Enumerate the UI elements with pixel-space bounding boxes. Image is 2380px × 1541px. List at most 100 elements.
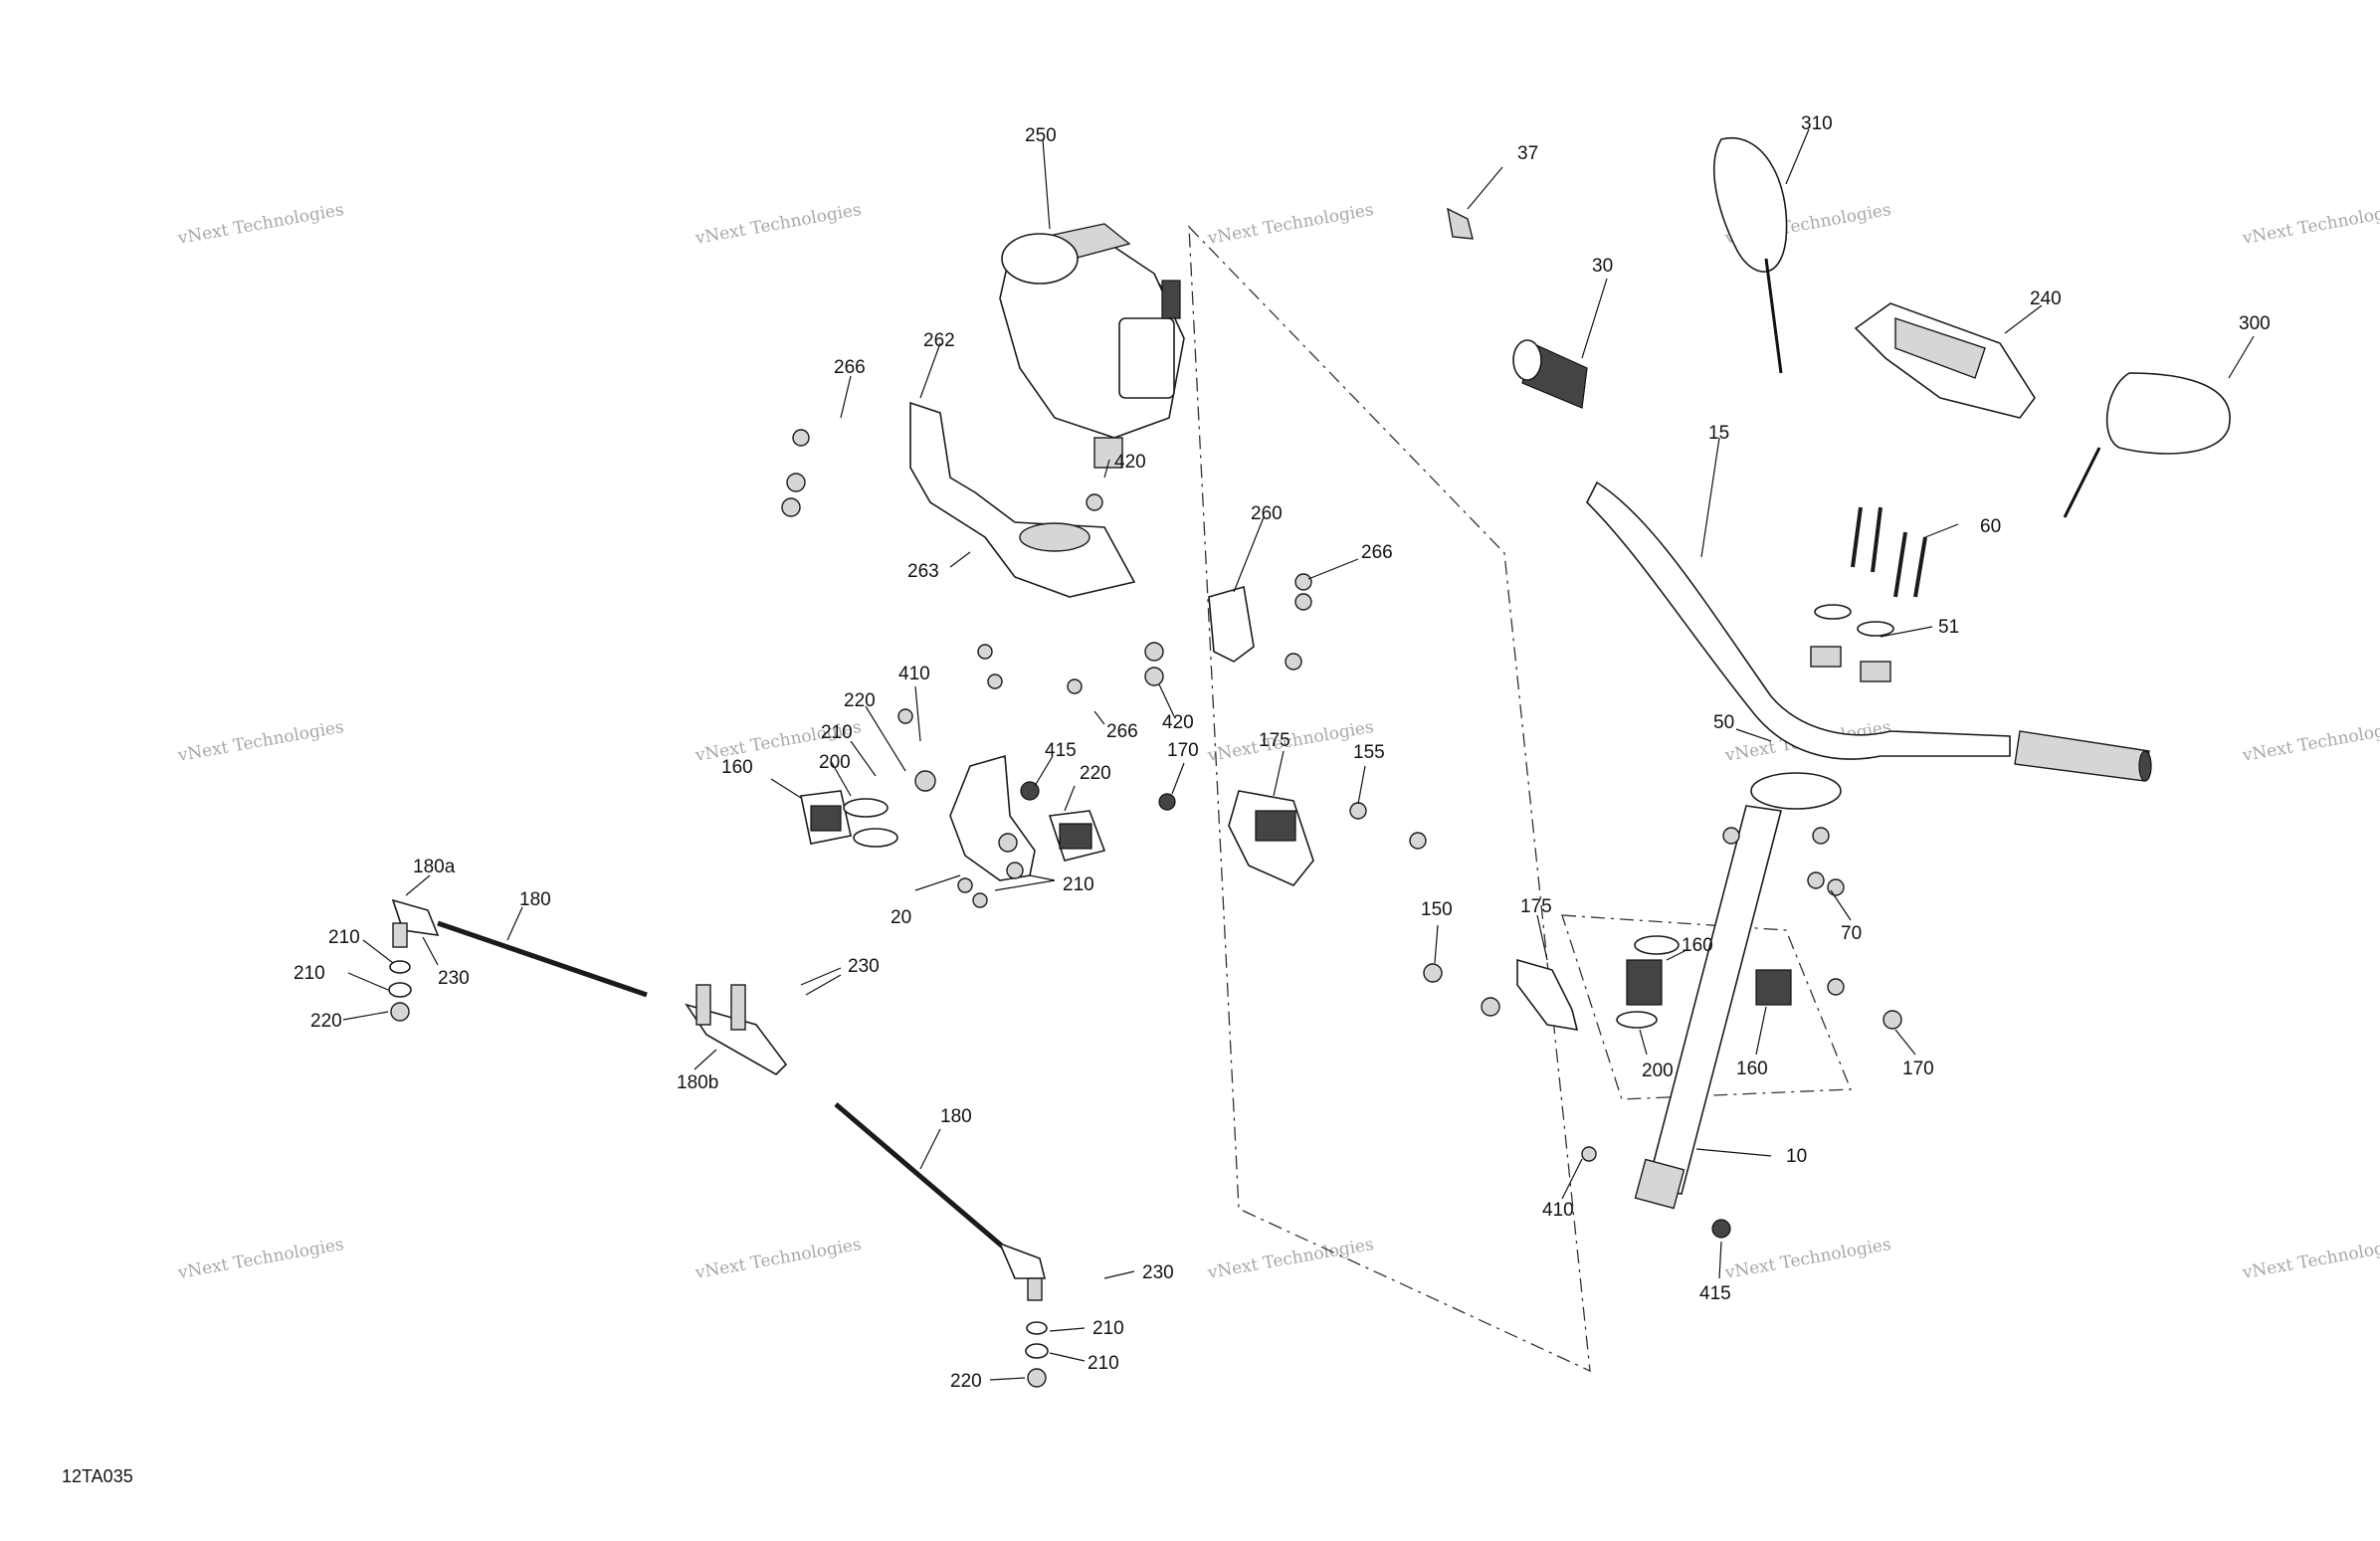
callout-200: 200 [1642,1060,1674,1081]
watermark-text: vNext Technologies [1205,200,1375,249]
tie-rod-right [834,1102,1047,1301]
callout-210: 210 [1088,1353,1119,1374]
watermark: vNext Technologies [1205,717,1375,766]
riser-bolts-60 [1851,506,1927,598]
watermark-text: vNext Technologies [693,200,863,249]
fasteners-right [1423,963,1902,1239]
callout-175: 175 [1520,896,1552,917]
riser-clamps-51 [1810,604,1894,682]
callout-230: 230 [1142,1262,1174,1283]
fasteners-upper [781,429,1312,908]
handguard-240 [1854,302,2036,419]
callout-30: 30 [1592,256,1613,277]
steering-assembly-outline [1188,225,1591,1373]
callout-210: 210 [1063,874,1094,895]
callout-175: 175 [1259,730,1290,751]
callout-210: 210 [294,963,325,984]
callout-70: 70 [1841,923,1862,944]
callout-150: 150 [1421,899,1453,920]
watermark-text: vNext Technologies [1722,1235,1892,1283]
watermark: vNext Technologies [2240,717,2380,766]
watermark: vNext Technologies [1205,1235,1375,1283]
tie-rod-washers [388,960,1049,1388]
clamp-group-right [1516,935,1792,1031]
watermark-text: vNext Technologies [175,717,345,766]
clamp-175-center [1228,790,1314,886]
watermark-text: vNext Technologies [693,1235,863,1283]
callout-266: 266 [1361,542,1393,563]
watermark-text: vNext Technologies [2240,717,2380,766]
bracket-260 [1208,585,1255,663]
watermark: vNext Technologies [175,1235,345,1283]
leader-lines [342,128,2255,1381]
callout-180: 180 [940,1106,972,1127]
callout-37: 37 [1517,143,1538,164]
watermark: vNext Technologies [1722,1235,1892,1283]
nut-170-center [1158,793,1176,811]
tie-rod-center-joint [685,984,788,1075]
callout-420: 420 [1114,452,1146,473]
clamp-group-outline [1561,914,1852,1100]
callout-230: 230 [848,956,880,977]
steering-column [1634,772,1842,1210]
callout-180: 180 [519,889,551,910]
watermark: vNext Technologies [693,1235,863,1283]
watermark: vNext Technologies [693,200,863,249]
callout-200: 200 [819,752,851,773]
callout-220: 220 [1080,763,1111,784]
callout-266: 266 [834,357,866,378]
clamp-160-left [800,790,852,845]
watermark: vNext Technologies [175,200,345,249]
column-nuts-70 [1722,827,1845,896]
watermark-text: vNext Technologies [1205,717,1375,766]
callout-240: 240 [2030,289,2062,309]
callout-415: 415 [1045,740,1077,761]
callout-labels: 250 262 266 420 263 260 266 420 266 410 … [294,113,2271,1392]
callout-210: 210 [1092,1318,1124,1339]
callout-180a: 180a [413,857,456,877]
callout-60: 60 [1980,516,2001,537]
watermark: vNext Technologies [2240,200,2380,249]
callout-210: 210 [821,722,853,743]
callout-250: 250 [1025,125,1057,146]
mounting-bracket [909,401,1136,598]
callout-170: 170 [1902,1059,1934,1079]
watermark-text: vNext Technologies [2240,200,2380,249]
callout-51: 51 [1938,617,1959,638]
bolt-155 [1349,802,1367,820]
watermark: vNext Technologies [2240,1235,2380,1283]
mirror-300 [2063,372,2231,518]
handlebar [1586,481,2152,782]
callout-160: 160 [1736,1059,1768,1079]
callout-415: 415 [1699,1283,1731,1304]
diagram-code: 12TA035 [62,1466,133,1486]
bolt-155-b [1409,832,1427,850]
callout-220: 220 [950,1371,982,1392]
callout-262: 262 [923,330,955,351]
callout-15: 15 [1708,423,1729,444]
ring-200-left [843,798,889,818]
watermark: vNext Technologies [175,717,345,766]
callout-180b: 180b [677,1072,718,1093]
watermark-text: vNext Technologies [175,200,345,249]
callout-50: 50 [1713,712,1734,733]
callout-160: 160 [721,757,753,778]
callout-310: 310 [1801,113,1833,134]
callout-266: 266 [1106,721,1138,742]
callout-410: 410 [1542,1200,1574,1221]
callout-210: 210 [328,927,360,948]
callout-170: 170 [1167,740,1199,761]
callout-420: 420 [1162,712,1194,733]
clamp-160-center [1048,810,1106,862]
watermark-text: vNext Technologies [2240,1235,2380,1283]
callout-155: 155 [1353,742,1385,763]
callout-260: 260 [1251,503,1283,524]
callout-10: 10 [1786,1146,1807,1167]
bar-end-37 [1447,207,1474,240]
callout-160: 160 [1682,935,1713,956]
ring-200-left-b [853,828,898,848]
power-steering-unit [999,223,1185,469]
callout-220: 220 [844,690,876,711]
callout-220: 220 [310,1011,342,1032]
